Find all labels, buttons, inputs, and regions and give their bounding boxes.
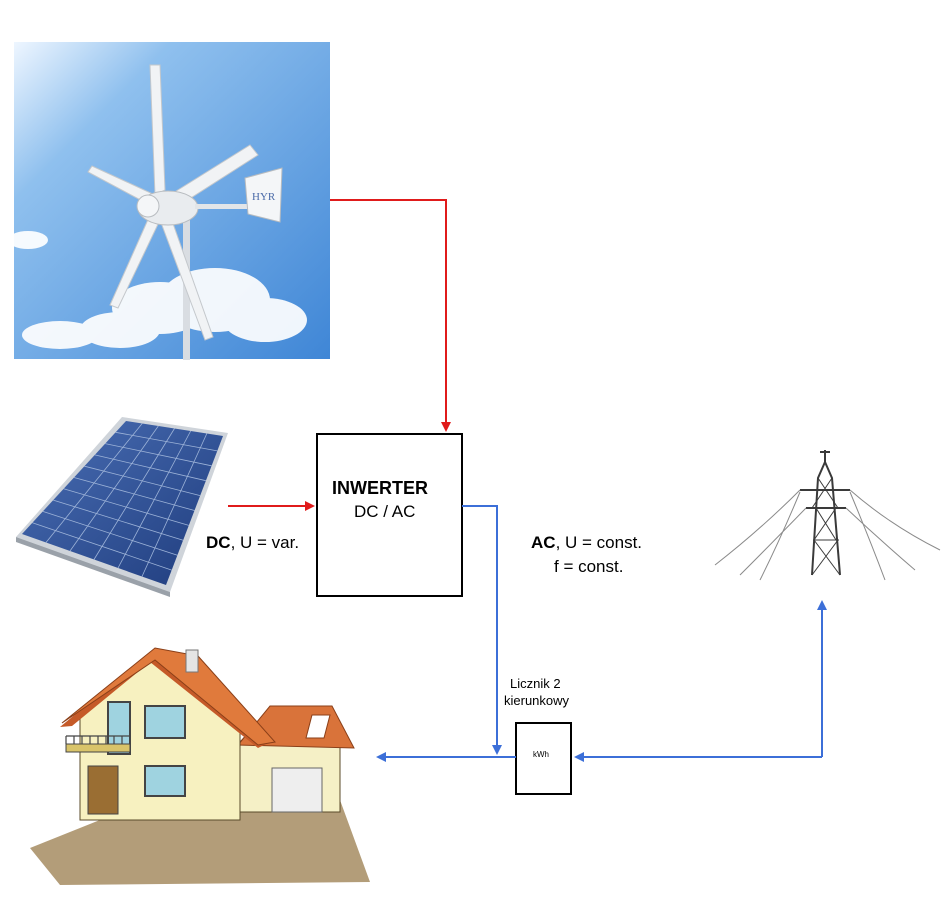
ac-frequency: f = const. xyxy=(554,557,624,576)
energy-meter-icon xyxy=(515,722,572,795)
meter-unit: kWh xyxy=(533,750,549,759)
turbine-to-inverter-line xyxy=(330,199,451,432)
dc-label: DC, U = var. xyxy=(206,533,299,553)
power-pylon-icon xyxy=(714,450,941,581)
inverter-title: INWERTER xyxy=(332,478,428,498)
ac-type: AC xyxy=(531,533,556,552)
meter-caption-line2: kierunkowy xyxy=(504,693,570,708)
meter-caption-line1: Licznik 2 xyxy=(510,676,561,691)
house-icon xyxy=(30,647,370,885)
inverter-to-bus-line xyxy=(462,505,502,755)
dc-voltage: , U = var. xyxy=(230,533,300,552)
inverter-subtitle: DC / AC xyxy=(354,502,416,521)
ac-label: AC, U = const. xyxy=(531,533,642,553)
dc-type: DC xyxy=(206,533,231,552)
ac-voltage: , U = const. xyxy=(555,533,643,552)
solar-panel-icon xyxy=(16,417,228,597)
turbine-logo: HYR xyxy=(252,191,276,203)
wind-turbine-icon: HYR xyxy=(8,42,330,360)
inverter-box xyxy=(316,433,463,597)
